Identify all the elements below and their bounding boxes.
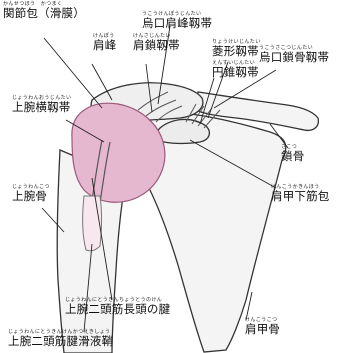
- label-acromion: けんぽう 肩峰: [93, 34, 116, 52]
- label-conoid-ligament: えんすいじんたい 円錐靱帯: [212, 61, 259, 79]
- label-coracoclavicular-ligament: うこうさこつじんたい 烏口鎖骨靱帯: [259, 46, 329, 64]
- label-trapezoid-ligament: りょうけいじんたい 菱形靱帯: [212, 40, 261, 58]
- label-joint-capsule: かんせつほう かつまく 関節包（滑膜）: [3, 2, 85, 20]
- label-clavicle: さこつ 鎖骨: [281, 145, 304, 163]
- label-subscapular-bursa: けんこうかきんほう 肩甲下筋包: [271, 185, 330, 203]
- label-acromioclavicular-ligament: けんさじんたい 肩鎖靱帯: [133, 34, 180, 52]
- label-biceps-tendon-sheath: じょうわんにとうきんけんかつえきしょう 上腕二頭筋腱滑液鞘: [8, 330, 113, 348]
- label-biceps-long-head-tendon: じょうわんにとうきんちょうとうのけん 上腕二頭筋長頭の腱: [65, 298, 170, 316]
- label-scapula: けんこうこつ 肩甲骨: [245, 318, 280, 336]
- label-coracoacromial-ligament: うこうけんぽうじんたい 烏口肩峰靱帯: [142, 12, 212, 30]
- label-humerus: じょうわんこつ 上腕骨: [12, 185, 50, 203]
- biceps-sheath-shape: [83, 196, 102, 251]
- label-transverse-humeral-ligament: じょうわんおうじんたい 上腕横靱帯: [12, 96, 71, 114]
